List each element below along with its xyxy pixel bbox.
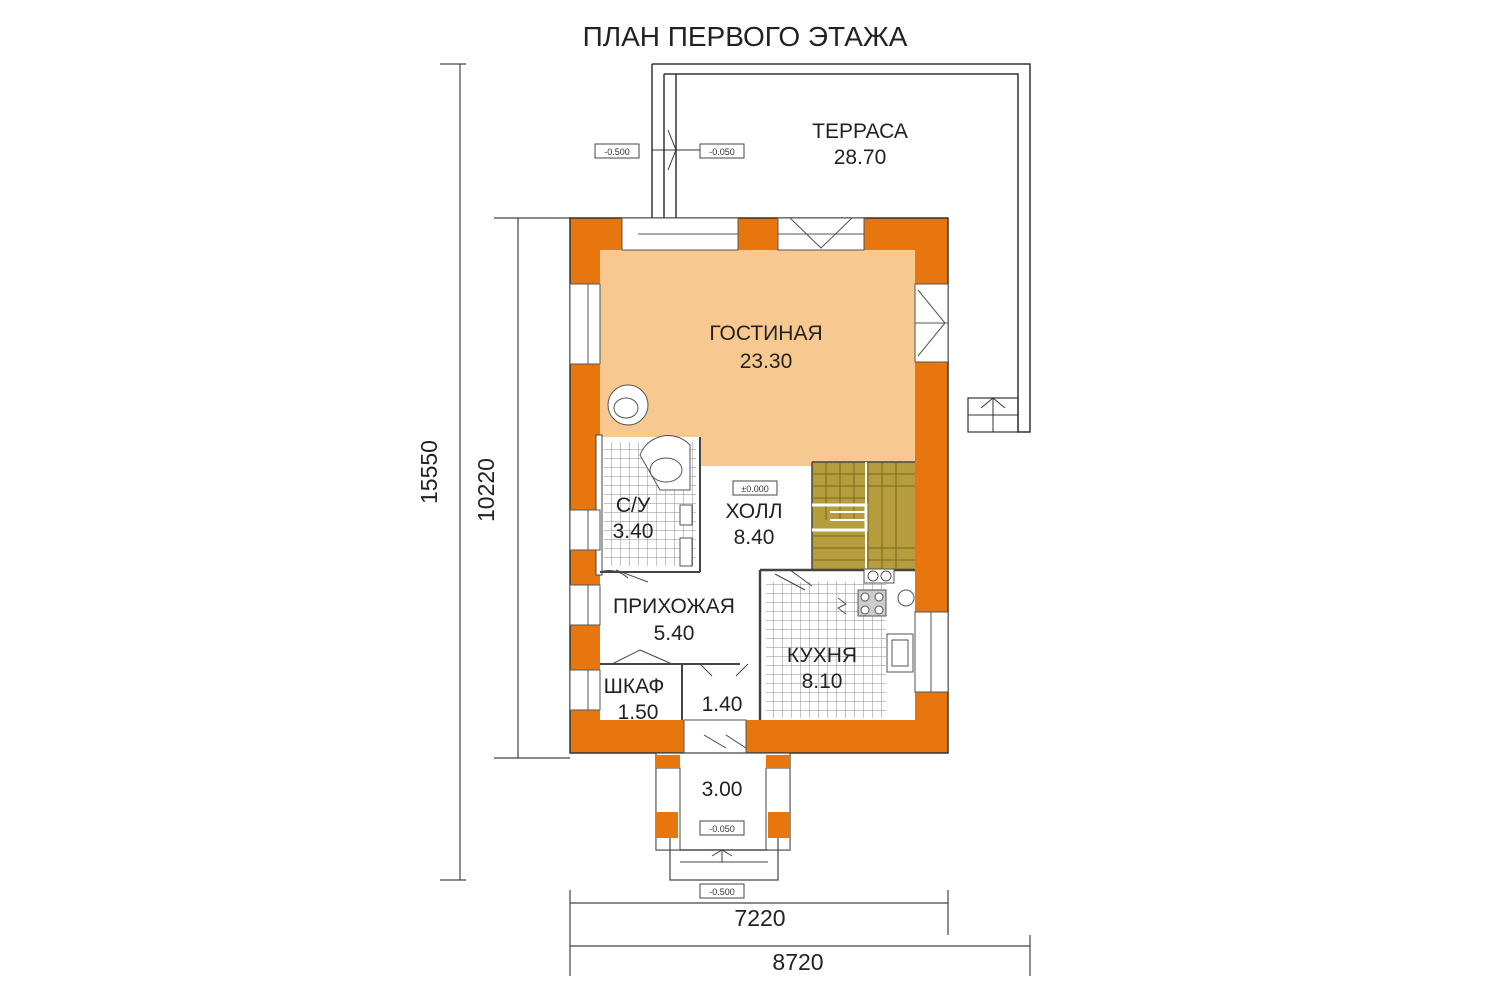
entrance-hall-name: ПРИХОЖАЯ xyxy=(613,595,735,618)
terrace-name: ТЕРРАСА xyxy=(812,120,908,143)
porch-level-mark: -0.050 xyxy=(699,820,745,836)
terrace-level-mark: -0.050 xyxy=(699,143,745,159)
house-width-dimension: 7220 xyxy=(734,905,785,931)
porch-step-level-mark: -0.500 xyxy=(699,883,745,899)
total-width-dimension: 8720 xyxy=(772,949,823,975)
window-details xyxy=(587,217,948,710)
svg-text:-0.500: -0.500 xyxy=(604,147,630,157)
hall-area: 8.40 xyxy=(734,526,775,549)
vestibule-area: 1.40 xyxy=(702,693,743,716)
total-height-dimension: 15550 xyxy=(416,440,442,504)
svg-text:±0.000: ±0.000 xyxy=(741,484,768,494)
terrace xyxy=(651,63,1031,433)
dimension-lines xyxy=(440,63,1031,976)
bathroom-name: С/У xyxy=(616,494,651,517)
interior-partitions xyxy=(595,434,915,720)
closet-area: 1.50 xyxy=(618,701,659,724)
fixtures xyxy=(607,384,915,673)
porch xyxy=(655,752,791,881)
plan-title: ПЛАН ПЕРВОГО ЭТАЖА xyxy=(583,21,908,52)
porch-area: 3.00 xyxy=(702,778,743,801)
house-height-dimension: 10220 xyxy=(473,458,499,522)
terrace-area: 28.70 xyxy=(834,146,887,169)
living-room-name: ГОСТИНАЯ xyxy=(709,322,822,345)
stair-treads xyxy=(812,462,915,570)
doors xyxy=(599,569,813,749)
entrance-hall-area: 5.40 xyxy=(654,622,695,645)
hall-name: ХОЛЛ xyxy=(726,500,783,523)
living-room-area: 23.30 xyxy=(740,350,793,373)
bathroom-area: 3.40 xyxy=(613,520,654,543)
svg-text:-0.050: -0.050 xyxy=(709,824,735,834)
staircase xyxy=(812,462,915,570)
svg-text:-0.500: -0.500 xyxy=(709,887,735,897)
kitchen-area: 8.10 xyxy=(802,670,843,693)
closet-name: ШКАФ xyxy=(604,675,665,698)
floor-level-mark: ±0.000 xyxy=(732,480,778,496)
kitchen-name: КУХНЯ xyxy=(787,644,857,667)
svg-text:-0.050: -0.050 xyxy=(709,147,735,157)
terrace-step-level-mark: -0.500 xyxy=(594,143,640,159)
living-room xyxy=(600,250,915,466)
